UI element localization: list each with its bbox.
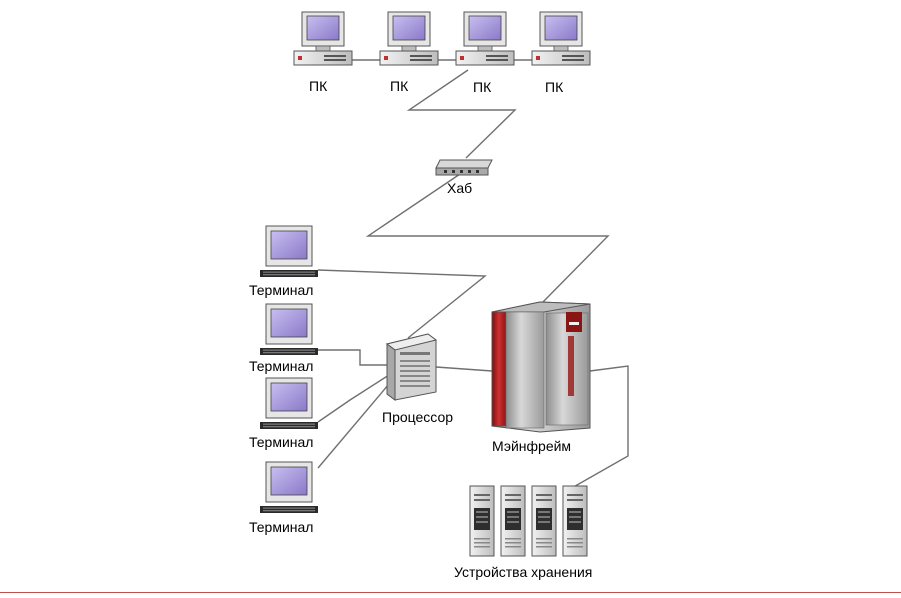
terminal-label-4: Терминал <box>249 519 314 535</box>
wire-terminal3-to-processor <box>317 374 390 423</box>
pc-label-1: ПК <box>309 78 328 94</box>
wire-hub-to-mainframe <box>365 169 610 304</box>
storage-device-2-icon <box>500 485 526 557</box>
network-wires <box>317 59 629 490</box>
pc-4-icon <box>531 11 591 66</box>
bottom-divider <box>0 592 901 593</box>
processor-label: Процессор <box>382 409 454 425</box>
storage-device-3-icon <box>531 485 557 557</box>
wire-terminal1-to-processor <box>317 269 487 339</box>
terminal-3-icon <box>259 377 319 430</box>
pc-label-3: ПК <box>473 79 492 95</box>
wire-pc-to-hub <box>406 69 517 159</box>
terminal-2-icon <box>259 303 319 356</box>
processor-server-icon <box>385 333 438 401</box>
storage-device-1-icon <box>469 485 495 557</box>
pc-1-icon <box>293 11 353 66</box>
storage-label: Устройства хранения <box>454 564 593 580</box>
pc-3-icon <box>455 11 515 66</box>
mainframe-label: Мэйнфрейм <box>492 438 572 454</box>
wire-terminal4-to-processor <box>317 383 390 469</box>
pc-label-4: ПК <box>545 79 564 95</box>
wire-mainframe-to-storage <box>569 365 629 490</box>
terminal-label-3: Терминал <box>249 434 314 450</box>
terminal-1-icon <box>259 225 319 278</box>
terminal-label-1: Терминал <box>249 282 314 298</box>
mainframe-icon <box>491 301 591 433</box>
pc-label-2: ПК <box>390 78 409 94</box>
network-hub-icon <box>435 159 493 176</box>
pc-2-icon <box>379 11 439 66</box>
terminal-label-2: Терминал <box>249 358 314 374</box>
wire-processor-to-mainframe <box>435 366 493 372</box>
wire-terminal2-to-processor <box>318 349 389 366</box>
terminal-4-icon <box>259 461 319 514</box>
hub-label: Хаб <box>447 180 473 196</box>
storage-device-4-icon <box>562 485 588 557</box>
